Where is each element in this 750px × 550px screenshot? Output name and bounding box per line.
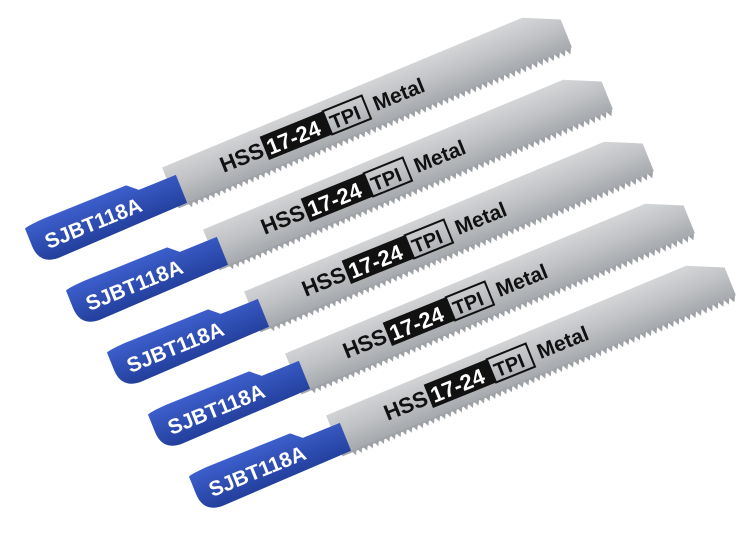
tpi-box [300, 173, 374, 222]
saw-teeth [269, 171, 653, 332]
tpi-unit-box [485, 342, 537, 384]
tpi-unit-box [444, 280, 496, 322]
tpi-unit-box [403, 218, 455, 260]
tpi-box [423, 359, 497, 408]
tpi-unit-box [321, 94, 373, 136]
saw-teeth [351, 295, 735, 456]
saw-teeth [187, 47, 571, 208]
tpi-box [341, 235, 415, 284]
tpi-box [259, 111, 333, 160]
saw-teeth [228, 109, 612, 270]
tpi-box [382, 297, 456, 346]
saw-teeth [310, 233, 694, 394]
tpi-unit-box [362, 156, 414, 198]
